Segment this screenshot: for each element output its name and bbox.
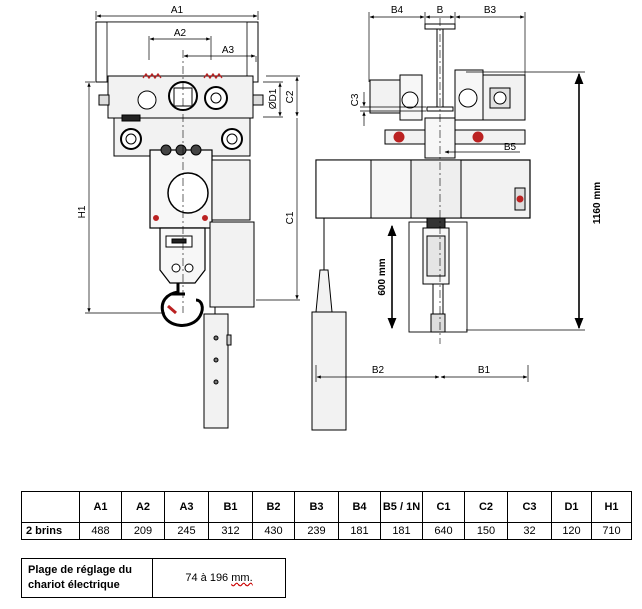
dim-label-B3: B3 xyxy=(484,5,497,16)
dim-label-B: B xyxy=(437,5,444,16)
dim-label-600mm: 600 mm xyxy=(377,258,388,295)
dim-label-C3: C3 xyxy=(350,93,361,106)
dim-label-H1: H1 xyxy=(77,205,88,218)
table-cell: 209 xyxy=(121,522,165,540)
table-cell: 120 xyxy=(551,522,592,540)
table-header-cell: H1 xyxy=(591,491,632,523)
table-cell: 181 xyxy=(338,522,381,540)
table-header-cell: D1 xyxy=(551,491,592,523)
table-header-cell xyxy=(21,491,80,523)
dim-label-B2: B2 xyxy=(372,365,385,376)
front-view xyxy=(95,21,264,429)
table-cell: 430 xyxy=(252,522,295,540)
dim-label-A1: A1 xyxy=(171,5,184,16)
row-label: 2 brins xyxy=(21,522,80,540)
range-label-line2: chariot électrique xyxy=(28,579,120,591)
dim-label-A3: A3 xyxy=(222,45,235,56)
dim-label-C2: C2 xyxy=(285,90,296,103)
range-value: 74 à 196 mm. xyxy=(152,558,286,598)
range-value-unit: mm. xyxy=(231,572,253,584)
dim-label-D1: ØD1 xyxy=(268,88,279,109)
range-label: Plage de réglage du chariot électrique xyxy=(21,558,153,598)
dim-label-1160mm: 1160 mm xyxy=(592,182,603,224)
table-header-cell: B2 xyxy=(252,491,295,523)
dimensions-table: A1 A2 A3 B1 B2 B3 B4 B5 / 1N C1 C2 C3 D1… xyxy=(21,491,632,540)
table-header-cell: C1 xyxy=(422,491,465,523)
range-label-line1: Plage de réglage du xyxy=(28,564,132,576)
table-header-cell: B5 / 1N xyxy=(380,491,423,523)
side-view-dimensions xyxy=(315,12,585,382)
table-cell: 150 xyxy=(464,522,508,540)
table-cell: 710 xyxy=(591,522,632,540)
table-header-cell: A2 xyxy=(121,491,165,523)
table-header-cell: C2 xyxy=(464,491,508,523)
table-cell: 239 xyxy=(294,522,339,540)
dim-label-B4: B4 xyxy=(391,5,404,16)
table-header-cell: B3 xyxy=(294,491,339,523)
range-value-number: 74 à 196 xyxy=(185,572,229,584)
dim-label-B5: B5 xyxy=(504,142,517,153)
range-table: Plage de réglage du chariot électrique 7… xyxy=(21,558,286,598)
table-cell: 640 xyxy=(422,522,465,540)
dim-label-B1: B1 xyxy=(478,365,491,376)
table-cell: 32 xyxy=(507,522,552,540)
hoist-technical-drawing: A1 A2 A3 ØD1 C2 H1 C1 xyxy=(77,5,603,431)
table-row: Plage de réglage du chariot électrique 7… xyxy=(21,558,286,598)
table-cell: 181 xyxy=(380,522,423,540)
table-header-cell: B4 xyxy=(338,491,381,523)
table-header-cell: A1 xyxy=(79,491,122,523)
front-view-dimensions xyxy=(85,11,300,314)
table-header-cell: A3 xyxy=(164,491,209,523)
table-header-row: A1 A2 A3 B1 B2 B3 B4 B5 / 1N C1 C2 C3 D1… xyxy=(21,491,632,523)
table-cell: 245 xyxy=(164,522,209,540)
side-view xyxy=(311,18,531,431)
dim-label-C1: C1 xyxy=(285,211,296,224)
table-header-cell: C3 xyxy=(507,491,552,523)
dim-label-A2: A2 xyxy=(174,28,187,39)
table-header-cell: B1 xyxy=(208,491,253,523)
table-cell: 488 xyxy=(79,522,122,540)
table-row: 2 brins 488 209 245 312 430 239 181 181 … xyxy=(21,522,632,540)
table-cell: 312 xyxy=(208,522,253,540)
